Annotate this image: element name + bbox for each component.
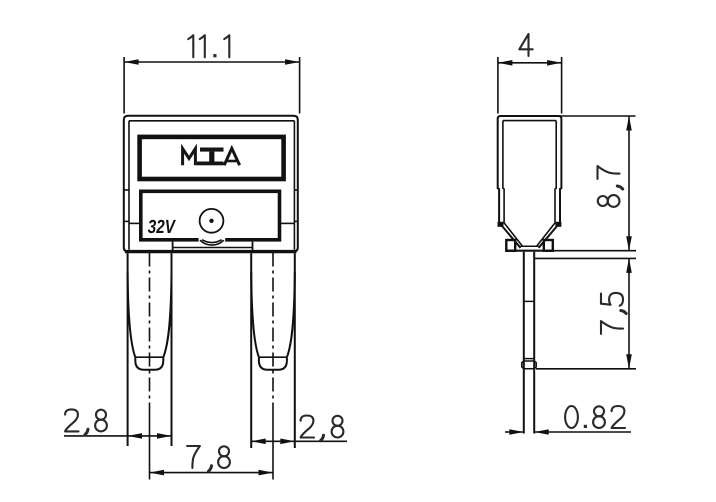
svg-text:32V: 32V (148, 217, 176, 238)
